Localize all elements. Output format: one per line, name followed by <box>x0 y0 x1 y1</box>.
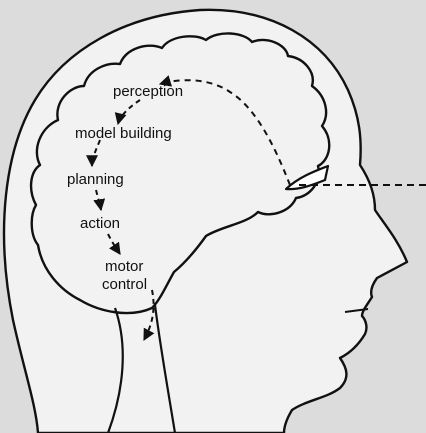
stage-label-planning: planning <box>67 171 124 188</box>
stage-label-motor: motor <box>105 258 143 275</box>
stage-label-action: action <box>80 215 120 232</box>
stage-label-perception: perception <box>113 83 183 100</box>
stage-label-model-building: model building <box>75 125 172 142</box>
stage-label-control: control <box>102 276 147 293</box>
